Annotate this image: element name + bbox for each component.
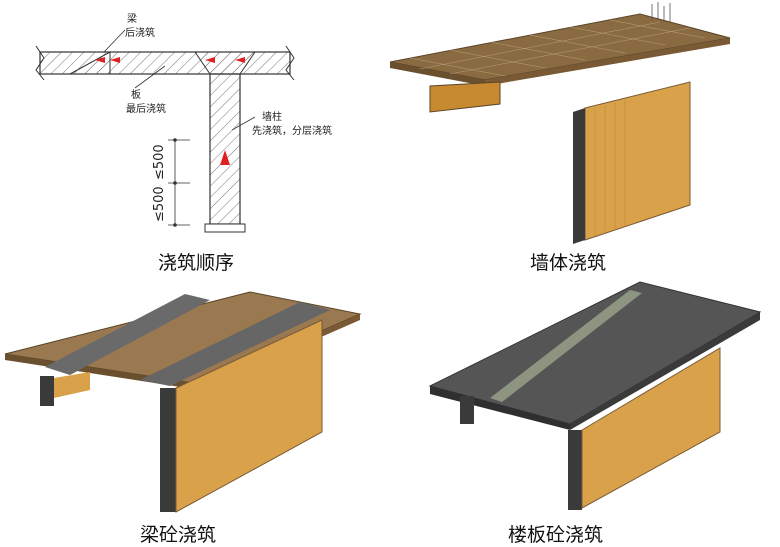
beam-concrete-strip-1	[45, 294, 210, 375]
caption-pour-sequence: 浇筑顺序	[158, 252, 235, 274]
break-line-right	[285, 45, 295, 81]
label-wall: 墙柱	[262, 112, 282, 123]
beam-side	[54, 372, 90, 398]
caption-slab-pouring: 楼板砼浇筑	[508, 524, 604, 546]
wall-edge	[573, 108, 585, 244]
red-arrow-wall	[220, 150, 230, 165]
red-arrow-4	[235, 57, 245, 63]
beam-formwork	[429, 81, 501, 113]
red-arrow-1	[95, 57, 105, 63]
beam-pouring-drawing	[4, 291, 362, 513]
beam-left	[460, 396, 474, 424]
beam-haunch-left	[69, 51, 111, 75]
label-wall-note: 先浇筑，分层浇筑	[252, 126, 332, 137]
dimension-lower: ≤500	[152, 186, 167, 222]
section-drawing	[35, 29, 295, 233]
caption-beam-pouring: 梁砼浇筑	[140, 524, 217, 546]
beam-concrete-strip-2	[140, 302, 330, 386]
label-slab-note: 最后浇筑	[126, 104, 166, 115]
beam-pouring-view: 梁砼浇筑	[0, 272, 390, 546]
red-arrow-2	[110, 57, 120, 63]
red-arrow-3	[205, 57, 215, 63]
label-beam: 梁	[127, 14, 137, 25]
dimension-upper: ≤500	[152, 144, 167, 180]
slab-joint-strip	[490, 290, 642, 402]
beam-center	[160, 388, 176, 512]
wall-face	[581, 347, 721, 509]
caption-wall-pouring: 墙体浇筑	[530, 252, 607, 274]
pour-sequence-diagram: 梁 后浇筑 板 最后浇筑 墙柱 先浇筑，分层浇筑 ≤500 ≤500 浇筑顺序	[0, 0, 390, 274]
wall-pouring-drawing	[390, 2, 731, 244]
slab-pouring-view: 楼板砼浇筑	[390, 272, 780, 546]
wall-footing	[204, 223, 246, 233]
label-beam-note: 后浇筑	[125, 28, 155, 39]
break-line-left	[35, 45, 45, 81]
beam-left	[40, 376, 54, 406]
beam-center	[568, 430, 582, 510]
wall-pouring-view: 墙体浇筑	[390, 0, 780, 274]
wall-face	[584, 81, 691, 241]
slab-pouring-drawing	[428, 281, 762, 510]
wall-face	[175, 319, 323, 513]
label-slab: 板	[131, 90, 141, 101]
wall-section	[209, 73, 241, 225]
